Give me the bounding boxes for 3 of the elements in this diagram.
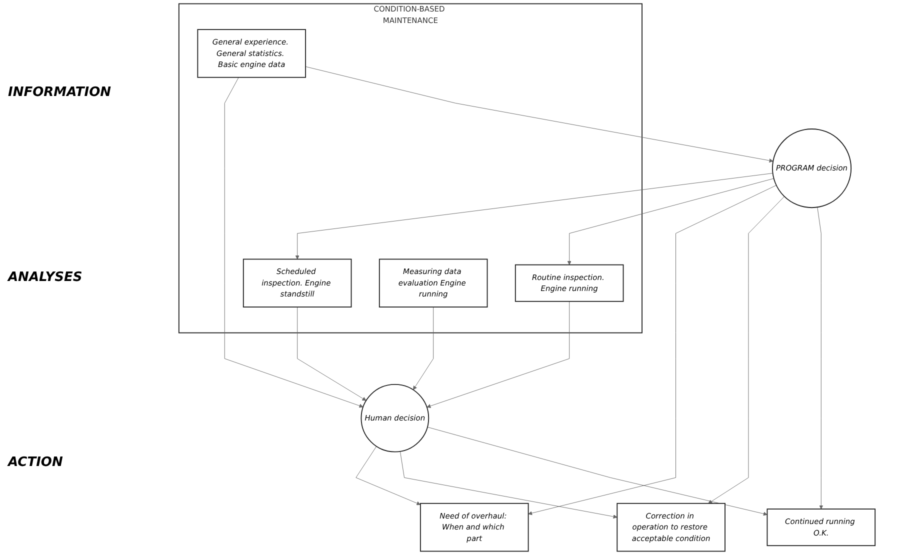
row-heading: ACTION (8, 455, 64, 470)
row-heading: INFORMATION (8, 85, 112, 100)
row-heading: ANALYSES (8, 270, 84, 285)
